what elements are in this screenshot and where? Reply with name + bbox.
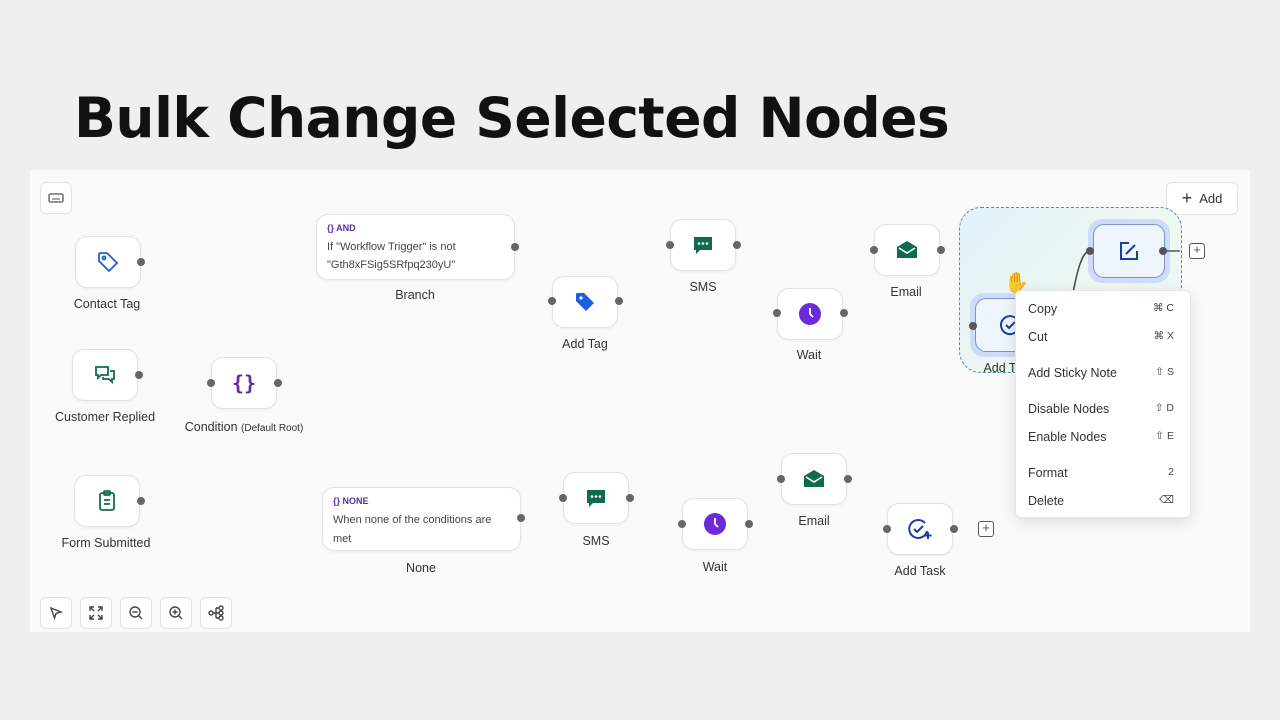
plus-icon: +	[1181, 188, 1193, 208]
zoom-in-icon	[169, 606, 183, 620]
add-step-button[interactable]: +	[978, 521, 994, 537]
node-wait[interactable]	[682, 498, 748, 550]
node-label: Email	[798, 514, 830, 528]
node-email[interactable]	[781, 453, 847, 505]
condition-text: When none of the conditions are met	[333, 514, 492, 545]
node-label: Wait	[702, 560, 728, 574]
node-label: SMS	[689, 280, 717, 294]
page-title: Bulk Change Selected Nodes	[74, 86, 950, 150]
node-add-task[interactable]	[887, 503, 953, 555]
node-wait[interactable]	[777, 288, 843, 340]
condition-tag: {} NONE	[333, 496, 369, 506]
email-icon	[804, 470, 824, 487]
add-node-button[interactable]: +Add	[1166, 182, 1238, 215]
node-label: Form Submitted	[61, 536, 151, 550]
node-label: Wait	[796, 348, 822, 362]
branch-card-and[interactable]: {} AND If "Workflow Trigger" is not "Gth…	[316, 214, 515, 280]
node-label: Add Tag	[562, 337, 608, 351]
clock-icon	[799, 303, 821, 325]
node-label: None	[406, 561, 436, 575]
menu-item-cut[interactable]: Cut⌘ X	[1028, 330, 1174, 344]
clipboard-icon	[99, 490, 115, 511]
hierarchy-icon	[208, 605, 224, 621]
node-form-submitted[interactable]	[74, 475, 140, 527]
email-icon	[897, 241, 917, 258]
clock-icon	[704, 513, 726, 535]
tag-icon	[576, 293, 594, 311]
menu-item-enable-nodes[interactable]: Enable Nodes⇧ E	[1028, 430, 1174, 444]
node-sms[interactable]	[563, 472, 629, 524]
menu-item-delete[interactable]: Delete⌫	[1028, 494, 1174, 508]
menu-item-add-sticky-note[interactable]: Add Sticky Note⇧ S	[1028, 366, 1174, 380]
braces-icon: {}	[231, 371, 257, 395]
tag-icon	[98, 252, 119, 273]
node-label: Email	[890, 285, 922, 299]
add-step-button[interactable]: +	[1189, 243, 1205, 259]
select-tool-button[interactable]	[40, 597, 72, 629]
node-label: Contact Tag	[73, 297, 141, 311]
menu-item-disable-nodes[interactable]: Disable Nodes⇧ D	[1028, 402, 1174, 416]
edit-icon	[1120, 242, 1138, 260]
condition-text: "Gth8xFSig5SRfpq230yU"	[327, 259, 456, 271]
node-label: Branch	[395, 288, 435, 302]
check-circle-plus-icon	[908, 518, 932, 539]
node-customer-replied[interactable]	[72, 349, 138, 401]
keyboard-icon	[48, 193, 64, 203]
branch-card-none[interactable]: {} NONE When none of the conditions are …	[322, 487, 521, 551]
chat-icon	[95, 366, 115, 385]
expand-icon	[89, 606, 103, 620]
node-label: Condition (Default Root)	[184, 420, 304, 434]
node-add-tag[interactable]	[552, 276, 618, 328]
node-edit-selected[interactable]	[1088, 219, 1170, 283]
menu-item-copy[interactable]: Copy⌘ C	[1028, 302, 1174, 316]
node-condition[interactable]: {}	[211, 357, 277, 409]
cursor-icon	[49, 606, 64, 621]
zoom-out-icon	[129, 606, 143, 620]
node-sms[interactable]	[670, 219, 736, 271]
auto-layout-button[interactable]	[200, 597, 232, 629]
fit-view-button[interactable]	[80, 597, 112, 629]
keyboard-shortcuts-button[interactable]	[40, 182, 72, 214]
node-label: Add Task	[894, 564, 946, 578]
context-menu: Copy⌘ C Cut⌘ X Add Sticky Note⇧ S Disabl…	[1015, 290, 1191, 518]
zoom-in-button[interactable]	[160, 597, 192, 629]
node-label: Customer Replied	[54, 410, 156, 424]
hand-cursor-icon: ✋	[1004, 272, 1029, 294]
node-email[interactable]	[874, 224, 940, 276]
node-contact-tag[interactable]	[75, 236, 141, 288]
zoom-out-button[interactable]	[120, 597, 152, 629]
node-label: SMS	[582, 534, 610, 548]
condition-tag: {} AND	[327, 223, 356, 233]
condition-text: If "Workflow Trigger" is not	[327, 241, 456, 253]
sms-icon	[694, 237, 712, 254]
sms-icon	[587, 490, 605, 507]
node-label: Add T	[983, 361, 1017, 375]
